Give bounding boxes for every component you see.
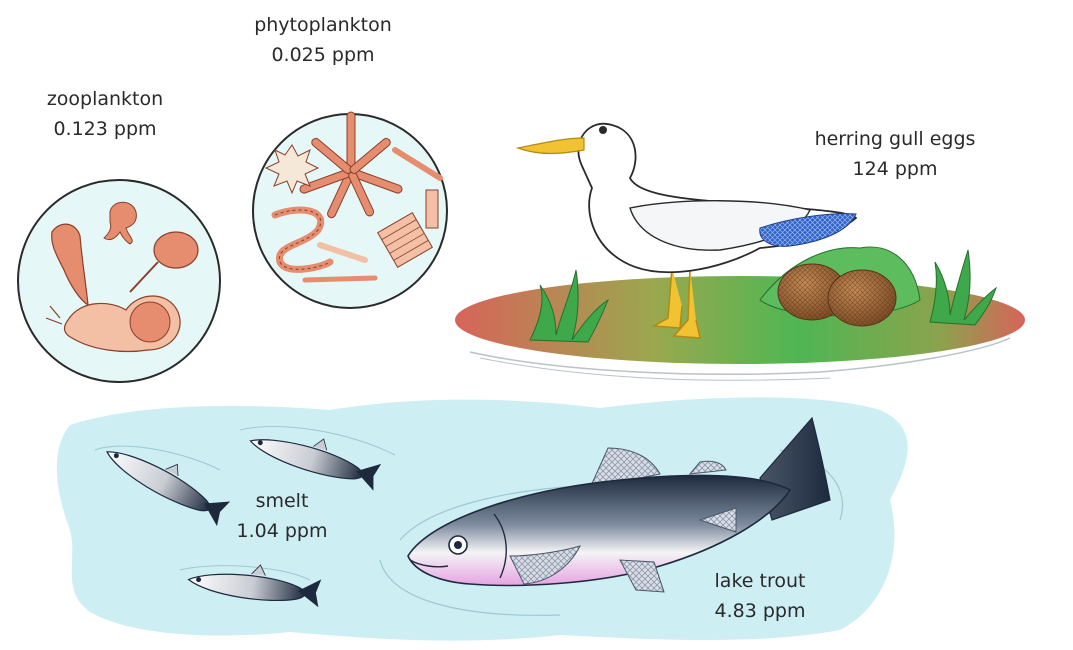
label-zooplankton: zooplankton 0.123 ppm — [30, 84, 180, 144]
gull-eggs-icon — [778, 264, 896, 326]
concentration-value: 0.123 ppm — [30, 114, 180, 144]
concentration-value: 124 ppm — [795, 154, 995, 184]
zooplankton-circle-icon — [18, 180, 220, 382]
label-smelt: smelt 1.04 ppm — [222, 486, 342, 546]
label-phytoplankton: phytoplankton 0.025 ppm — [248, 10, 398, 70]
concentration-value: 4.83 ppm — [690, 596, 830, 626]
organism-name: phytoplankton — [248, 10, 398, 40]
organism-name: lake trout — [690, 566, 830, 596]
organism-name: smelt — [222, 486, 342, 516]
organism-name: herring gull eggs — [795, 124, 995, 154]
label-lake-trout: lake trout 4.83 ppm — [690, 566, 830, 626]
concentration-value: 1.04 ppm — [222, 516, 342, 546]
phytoplankton-circle-icon — [253, 112, 447, 308]
island — [455, 247, 1025, 380]
label-herring-gull-eggs: herring gull eggs 124 ppm — [795, 124, 995, 184]
concentration-value: 0.025 ppm — [248, 40, 398, 70]
organism-name: zooplankton — [30, 84, 180, 114]
